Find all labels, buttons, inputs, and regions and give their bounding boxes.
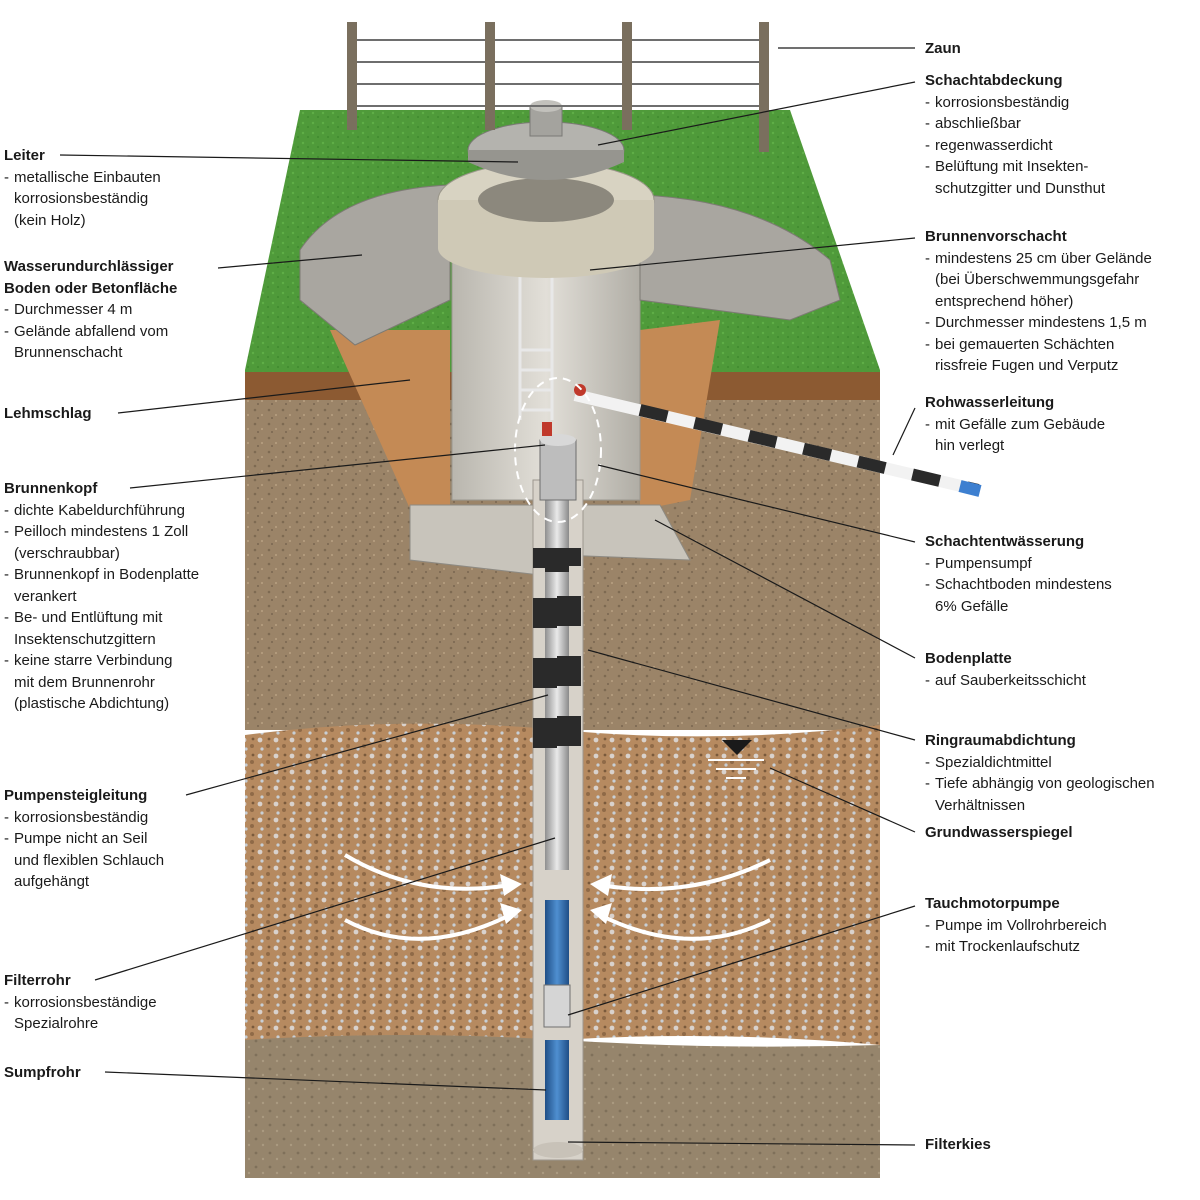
label-title: Wasserundurchlässiger	[4, 258, 174, 275]
label-schachtabdeckung: Schachtabdeckung korrosionsbeständig abs…	[925, 70, 1105, 199]
label-lehmschlag: Lehmschlag	[4, 403, 92, 425]
list-item: korrosionsbeständig	[925, 92, 1105, 114]
label-steigleitung: Pumpensteigleitung korrosionsbeständig P…	[4, 785, 164, 893]
fence	[347, 22, 769, 152]
label-rohwasser: Rohwasserleitung mit Gefälle zum Gebäude…	[925, 392, 1105, 457]
label-title: Brunnenvorschacht	[925, 228, 1067, 245]
label-entwaesserung: Schachtentwässerung Pumpensumpf Schachtb…	[925, 531, 1112, 617]
label-title: Brunnenkopf	[4, 480, 98, 497]
label-sumpfrohr: Sumpfrohr	[4, 1062, 81, 1084]
list-item: Pumpensumpf	[925, 553, 1112, 575]
label-vorschacht: Brunnenvorschacht mindestens 25 cm über …	[925, 226, 1152, 377]
label-title-line2: Boden oder Betonfläche	[4, 279, 178, 297]
inflow-arrowheads	[500, 874, 612, 924]
label-grundwasser: Grundwasserspiegel	[925, 822, 1073, 844]
label-title: Zaun	[925, 40, 961, 57]
label-title: Leiter	[4, 147, 45, 164]
list-item: Pumpe im Vollrohrbereich	[925, 915, 1107, 937]
label-title: Sumpfrohr	[4, 1064, 81, 1081]
label-title: Grundwasserspiegel	[925, 824, 1073, 841]
wellhead-highlight	[514, 377, 602, 523]
sump-pipe	[545, 1040, 569, 1120]
label-title: Rohwasserleitung	[925, 394, 1055, 411]
clay-fill-left	[330, 330, 450, 520]
label-tauchmotor: Tauchmotorpumpe Pumpe im Vollrohrbereich…	[925, 893, 1107, 958]
water-table-symbol	[708, 740, 764, 779]
label-title: Schachtabdeckung	[925, 72, 1063, 89]
concrete-surface-right	[639, 194, 841, 321]
list-item: Durchmesser 4 m	[4, 299, 177, 321]
label-filterkies: Filterkies	[925, 1134, 991, 1156]
leader-lines	[59, 47, 916, 1146]
shaft-collar-bottom	[438, 218, 654, 278]
list-item: mindestens 25 cm über Gelände(bei Übersc…	[925, 248, 1152, 313]
list-item: dichte Kabeldurchführung	[4, 500, 199, 522]
pump-section	[545, 750, 569, 870]
label-bodenplatte: Bodenplatte auf Sauberkeitsschicht	[925, 648, 1086, 691]
list-item: korrosionsbeständig	[4, 807, 164, 829]
label-zaun: Zaun	[925, 38, 961, 60]
list-item: Peilloch mindestens 1 Zoll(verschraubbar…	[4, 521, 199, 564]
label-title: Bodenplatte	[925, 650, 1012, 667]
label-title: Schachtentwässerung	[925, 533, 1085, 550]
list-item: metallische Einbautenkorrosionsbeständig…	[4, 167, 161, 232]
label-filterrohr: Filterrohr korrosionsbeständigeSpezialro…	[4, 970, 157, 1035]
lid-rim	[468, 150, 624, 180]
shaft-opening	[478, 178, 614, 222]
list-item: auf Sauberkeitsschicht	[925, 670, 1086, 692]
label-brunnenkopf: Brunnenkopf dichte Kabeldurchführung Pei…	[4, 478, 199, 715]
list-item: abschließbar	[925, 113, 1105, 135]
label-leiter: Leiter metallische Einbautenkorrosionsbe…	[4, 145, 161, 231]
riser-stripes	[533, 548, 581, 762]
list-item: mit Trockenlaufschutz	[925, 936, 1107, 958]
label-title: Pumpensteigleitung	[4, 787, 148, 804]
list-item: Spezialdichtmittel	[925, 752, 1155, 774]
label-boden: Wasserundurchlässiger Boden oder Betonfl…	[4, 256, 177, 364]
label-title: Filterkies	[925, 1136, 991, 1153]
pump-motor	[543, 984, 571, 1028]
label-title: Tauchmotorpumpe	[925, 895, 1060, 912]
list-item: Tiefe abhängig von geologischenVerhältni…	[925, 773, 1155, 816]
wellhead-valve	[542, 422, 552, 436]
casing-bottom	[533, 1142, 583, 1158]
label-ringraum: Ringraumabdichtung Spezialdichtmittel Ti…	[925, 730, 1155, 816]
inflow-arrows	[343, 853, 771, 941]
label-title: Filterrohr	[4, 972, 71, 989]
wellhead-top	[540, 434, 576, 446]
label-title: Ringraumabdichtung	[925, 732, 1076, 749]
wellhead	[539, 439, 577, 501]
list-item: regenwasserdicht	[925, 135, 1105, 157]
list-item: Be- und Entlüftung mitInsektenschutzgitt…	[4, 607, 199, 650]
list-item: Durchmesser mindestens 1,5 m	[925, 312, 1152, 334]
list-item: Belüftung mit Insekten-schutzgitter und …	[925, 156, 1105, 199]
label-title: Lehmschlag	[4, 405, 92, 422]
raw-water-pipe	[573, 384, 982, 497]
